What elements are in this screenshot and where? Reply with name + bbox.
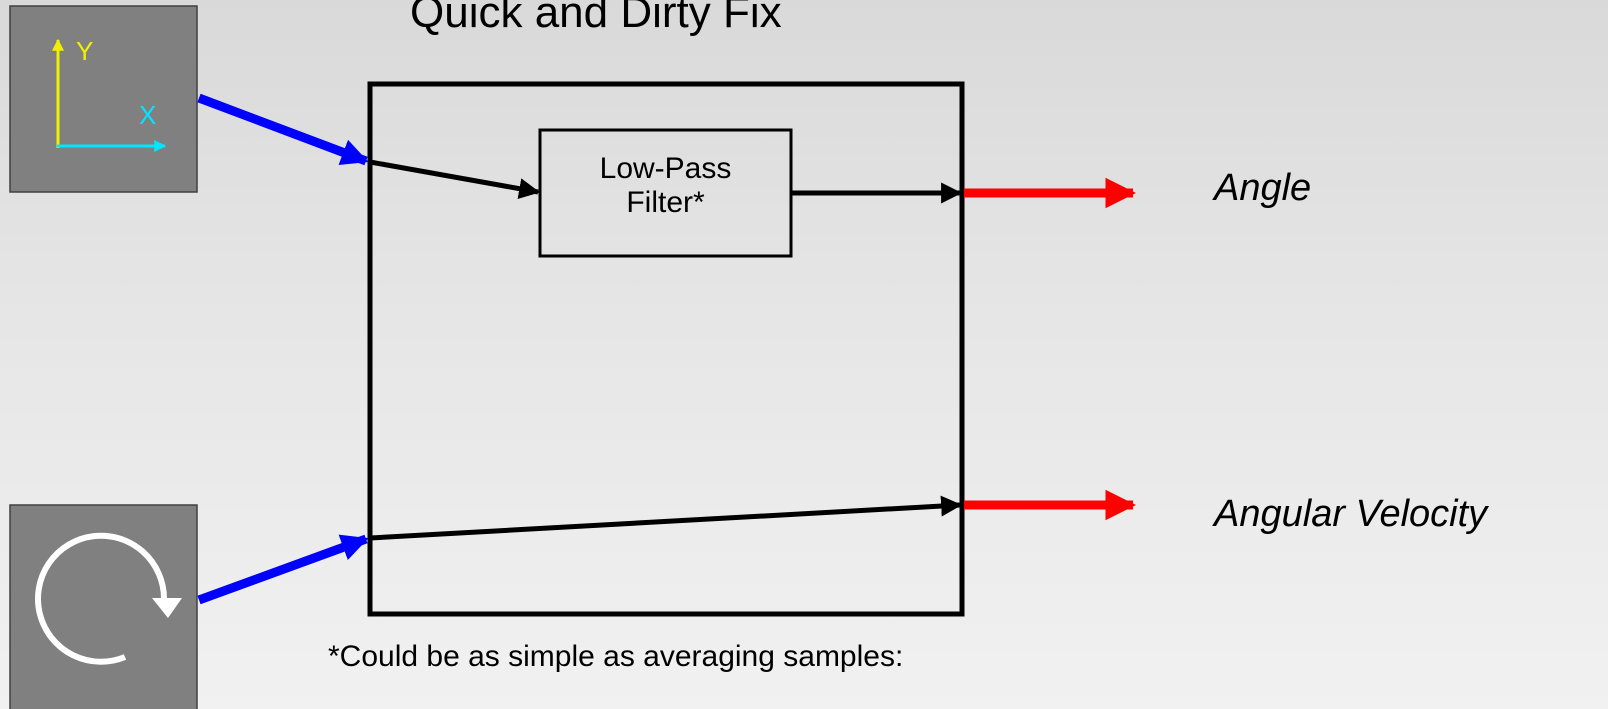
rotation-arc: [35, 532, 168, 665]
rotation-arrowhead: [152, 598, 182, 618]
accelerometer-box: [9, 5, 198, 193]
diagram-title: Quick and Dirty Fix: [410, 0, 782, 37]
rotation-arrow-icon: [35, 532, 182, 665]
filter-label-line-2: Filter*: [626, 186, 705, 219]
angle-output-label: Angle: [1214, 167, 1312, 209]
x-axis-label: X: [139, 100, 157, 130]
footnote: *Could be as simple as averaging samples…: [328, 640, 904, 673]
filter-label-line-1: Low-Pass: [599, 152, 732, 185]
low-pass-filter-label: Low-Pass Filter*: [540, 152, 791, 220]
xy-axes-icon: [52, 38, 167, 152]
to-filter-arrow: [369, 159, 541, 200]
angular-velocity-output-label: Angular Velocity: [1214, 493, 1488, 535]
processing-block: [367, 81, 965, 617]
y-axis-label: Y: [76, 36, 94, 66]
gyroscope-input-arrow: [197, 534, 369, 605]
gyro-passthrough-arrow: [369, 495, 963, 541]
accelerometer-input-arrow: [197, 93, 369, 166]
